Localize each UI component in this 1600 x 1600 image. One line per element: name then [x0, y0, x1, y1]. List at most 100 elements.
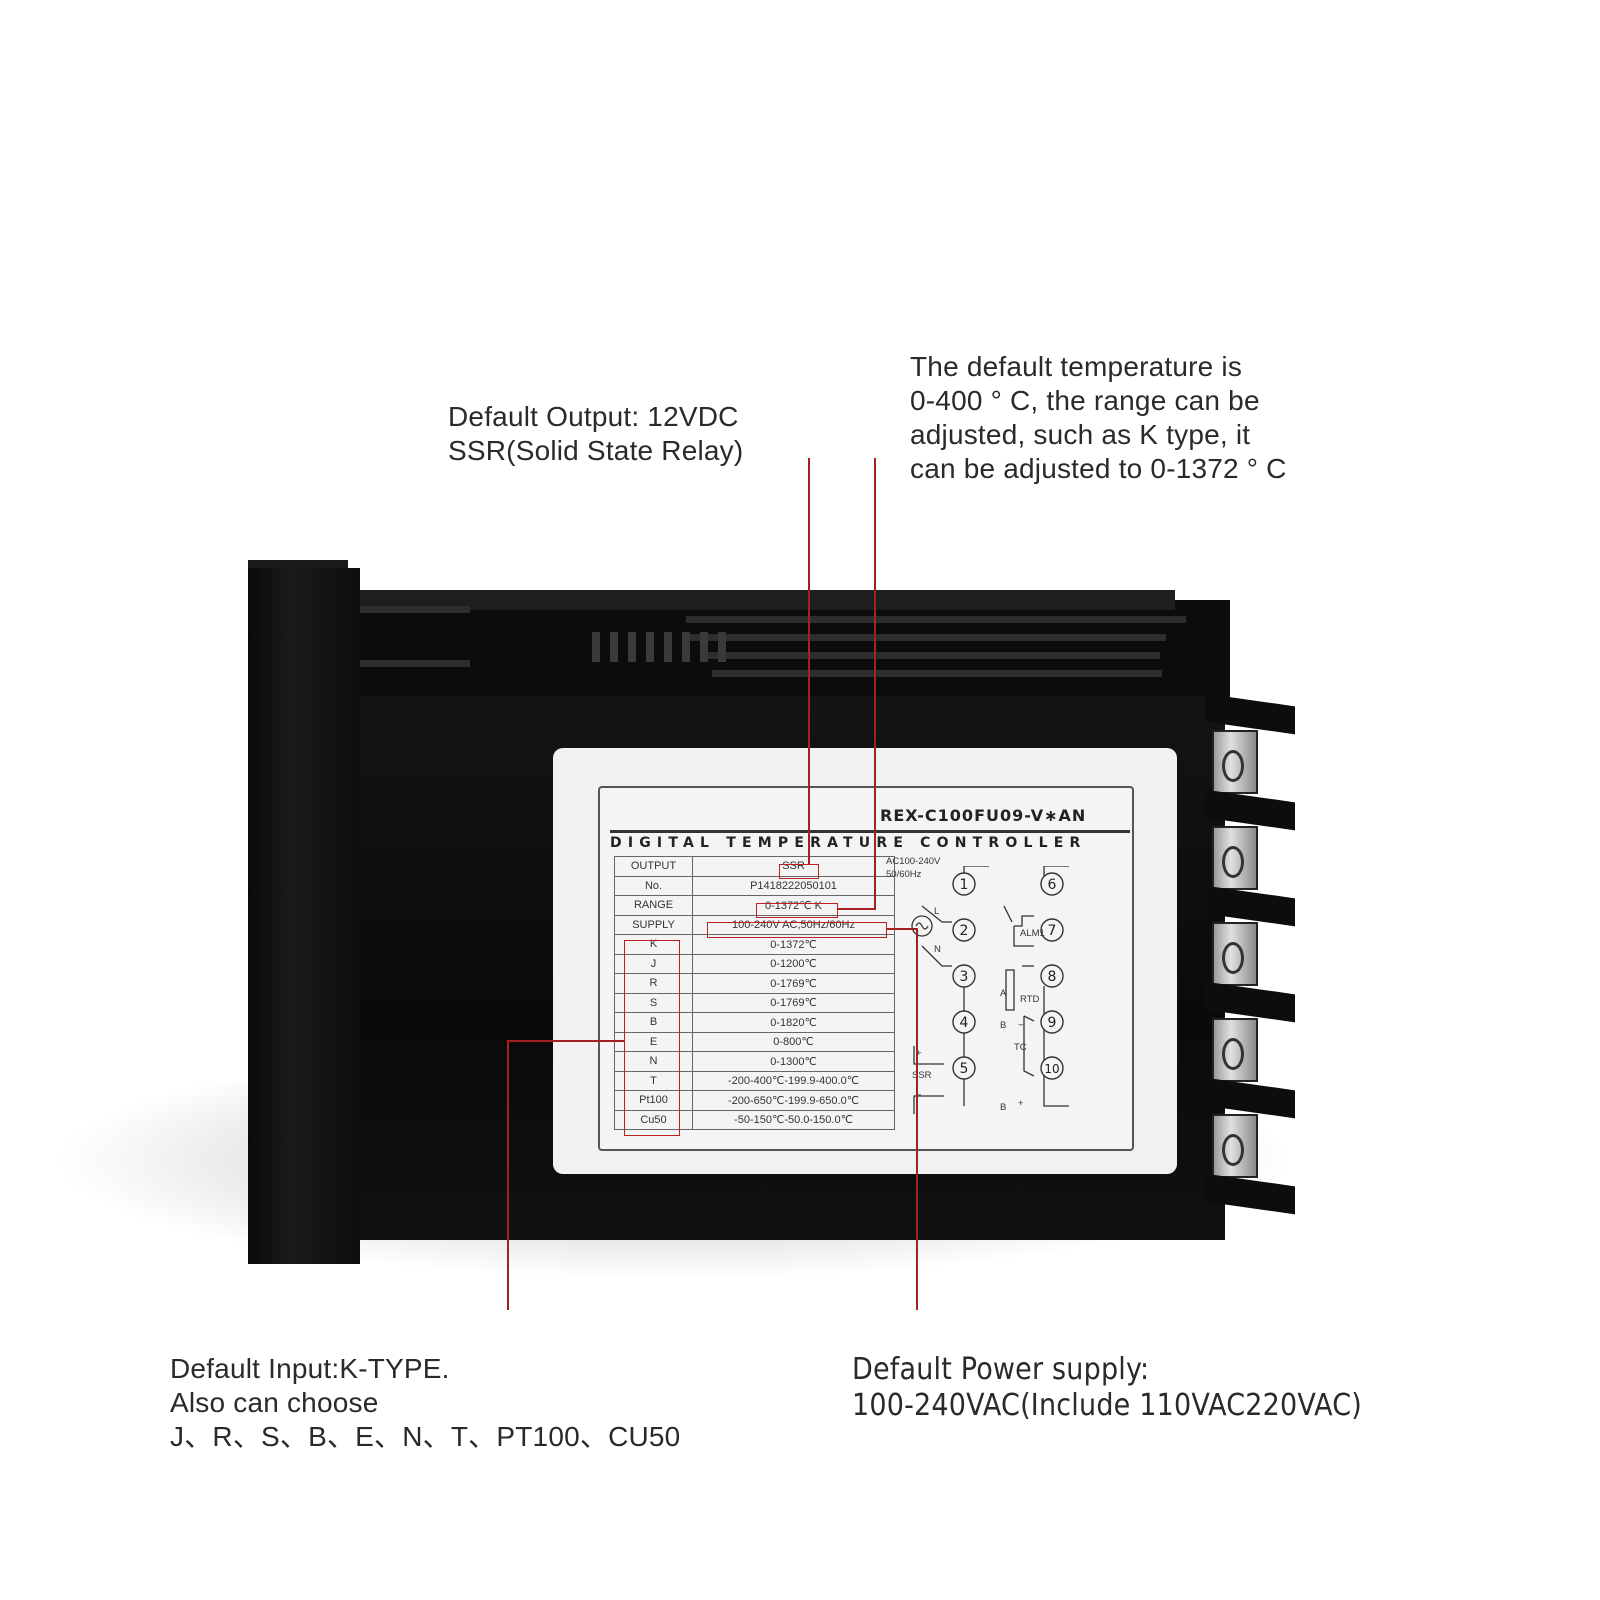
vent-slot	[686, 616, 1186, 623]
terminal-circle	[952, 964, 976, 988]
leader-line-output	[808, 458, 810, 864]
callout-line: The default temperature is	[910, 351, 1243, 382]
spec-key: SUPPLY	[614, 914, 693, 935]
terminal-screw	[1212, 730, 1258, 794]
spec-key: OUTPUT	[614, 856, 693, 877]
grip-rib	[592, 632, 600, 662]
leader-line-range-link	[838, 908, 875, 910]
terminal-number: 7	[1048, 923, 1057, 939]
terminal-circle	[1040, 1010, 1064, 1034]
terminal-screw	[1212, 1114, 1258, 1178]
terminal-circle	[952, 918, 976, 942]
terminal-circle	[1040, 1056, 1064, 1080]
terminal-circle	[952, 1010, 976, 1034]
callout-line: Default Power supply:	[852, 1352, 1150, 1387]
device-top-face	[340, 600, 1230, 700]
vent-slot	[350, 606, 470, 613]
rtd-b-label: B	[1000, 1020, 1007, 1031]
spec-value: -50-150℃-50.0-150.0℃	[692, 1109, 895, 1130]
terminal-circle	[952, 1056, 976, 1080]
grip-rib	[700, 632, 708, 662]
spec-key: No.	[614, 875, 693, 896]
terminal-circle	[952, 872, 976, 896]
callout-line: SSR(Solid State Relay)	[448, 435, 744, 466]
leader-line-supply-link	[887, 928, 917, 930]
callout-line: Also can choose	[170, 1387, 379, 1418]
product-title: DIGITAL TEMPERATURE CONTROLLER	[610, 830, 1130, 851]
spec-value: 100-240V AC,50Hz/60Hz	[692, 914, 895, 935]
spec-value: 0-800℃	[692, 1031, 895, 1052]
terminal-number: 5	[960, 1061, 969, 1077]
callout-line: Default Input:K-TYPE.	[170, 1353, 450, 1384]
callout-default-input: Default Input:K-TYPE. Also can choose J、…	[170, 1352, 680, 1454]
ssr-label: SSR	[912, 1070, 932, 1081]
grip-rib	[610, 632, 618, 662]
grip-rib	[718, 632, 726, 662]
highlight-supply	[707, 922, 887, 938]
highlight-input-types	[624, 940, 680, 1136]
spec-value: -200-400℃-199.9-400.0℃	[692, 1070, 895, 1091]
rtd-label: RTD	[1020, 994, 1040, 1005]
spec-value: 0-1200℃	[692, 953, 895, 974]
spec-value: 0-1372℃	[692, 934, 895, 955]
terminal-number: 4	[960, 1015, 969, 1031]
highlight-range	[756, 903, 838, 918]
callout-line: 0-400 ° C, the range can be	[910, 385, 1260, 416]
leader-line-input	[507, 1040, 509, 1310]
vent-slot	[686, 634, 1166, 641]
spec-value: 0-1300℃	[692, 1051, 895, 1072]
supply-frequency-label: 50/60Hz	[886, 869, 922, 880]
terminal-screw	[1212, 826, 1258, 890]
terminal-screw	[1212, 1018, 1258, 1082]
terminal-number: 8	[1048, 969, 1057, 985]
spec-value: 0-1769℃	[692, 973, 895, 994]
supply-voltage-label: AC100-240V	[886, 856, 941, 867]
callout-default-temperature: The default temperature is 0-400 ° C, th…	[910, 350, 1287, 486]
callout-line: can be adjusted to 0-1372 ° C	[910, 453, 1287, 484]
line-label: L	[934, 906, 940, 917]
vent-slot	[700, 652, 1160, 659]
leader-line-input-link	[507, 1040, 624, 1042]
ssr-minus-label: −	[916, 1090, 922, 1101]
spec-value: 0-1820℃	[692, 1012, 895, 1033]
device-top-edge	[355, 590, 1175, 610]
tc-minus-label: −	[1018, 1020, 1024, 1031]
spec-key: RANGE	[614, 895, 693, 916]
leader-line-range	[874, 458, 876, 910]
terminal-number: 3	[960, 969, 969, 985]
alarm-label: ALM1	[1020, 928, 1045, 939]
terminal-number: 6	[1048, 877, 1057, 893]
wiring-diagram-svg: 1 2 3 4 5 6 7 8 9 10	[911, 865, 1069, 1114]
terminal-number: 2	[960, 923, 969, 939]
spec-key: Pt100	[614, 1090, 693, 1111]
callout-default-power: Default Power supply: 100-240VAC(Include…	[852, 1352, 1362, 1424]
spec-value: -200-650℃-199.9-650.0℃	[692, 1090, 895, 1111]
tc-b-label: B	[1000, 1102, 1007, 1113]
spec-row: Cu50-50-150℃-50.0-150.0℃	[614, 1109, 895, 1130]
front-bezel	[248, 568, 360, 1264]
grip-rib	[646, 632, 654, 662]
grip-rib	[664, 632, 672, 662]
ssr-plus-label: +	[916, 1048, 922, 1059]
terminal-number: 10	[1044, 1062, 1059, 1076]
terminal-number: 1	[960, 877, 969, 893]
callout-default-output: Default Output: 12VDC SSR(Solid State Re…	[448, 400, 743, 468]
grip-rib	[682, 632, 690, 662]
terminal-circle	[1040, 918, 1064, 942]
callout-line: J、R、S、B、E、N、T、PT100、CU50	[170, 1421, 681, 1452]
rtd-a-label: A	[1000, 988, 1007, 999]
terminal-number: 9	[1048, 1015, 1057, 1031]
spec-row: No.P1418222050101	[614, 875, 895, 896]
spec-value: P1418222050101	[692, 875, 895, 896]
terminal-screw	[1212, 922, 1258, 986]
grip-rib	[628, 632, 636, 662]
callout-line: adjusted, such as K type, it	[910, 419, 1251, 450]
